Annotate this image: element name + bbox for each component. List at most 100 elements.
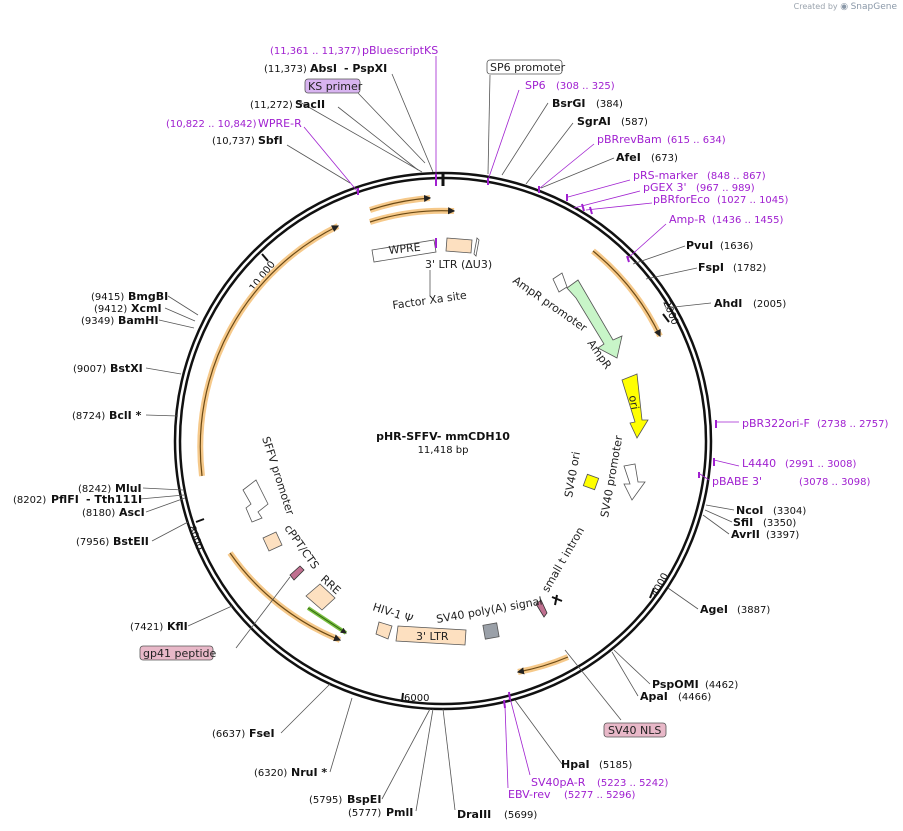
primer-wpre-r: WPRE-R [258,117,302,130]
site-avrii: AvrII [731,528,760,541]
site-bspei: BspEI [347,793,381,806]
primer-pgex-3: pGEX 3' [643,181,687,194]
tick-label-6000: 6000 [404,693,429,704]
tick-8000 [195,518,205,523]
primer-pbluescriptks: pBluescriptKS [362,44,438,57]
site-ncoi: NcoI [736,504,763,517]
primer-pos-ebv-rev: (5277 .. 5296) [564,790,636,801]
label-gp41-peptide: gp41 peptide [143,647,217,660]
orf-arcs [197,194,663,675]
primer-sp6: SP6 [525,79,546,92]
primer-pos-pgex-3: (967 .. 989) [696,183,755,194]
feature-sv40-ori: SV40 ori [562,451,583,499]
site-mlui: MluI [115,482,142,495]
site-pos-pspomi: (4462) [705,680,738,691]
site-apai: ApaI [640,690,668,703]
tick-10000 [261,253,269,262]
site-tth111i: - Tth111I [86,493,142,506]
ks-primer-box [304,78,361,94]
primer-pos-amp-r: (1436 .. 1455) [712,215,784,226]
site-pos-fsei: (6637) [212,729,245,740]
site-pos-pflfi: (8202) [13,495,46,506]
wpre-box [371,239,437,263]
site-bsteii: BstEII [113,535,149,548]
site-pos-ahdi: (2005) [753,299,786,310]
tick-label-2000: 2000 [660,299,680,327]
primer-labels: (11,361 .. 11,377) pBluescriptKS (10,822… [166,44,889,801]
primer-pos-pbrforeco: (1027 .. 1045) [717,195,789,206]
primer-pos-pbr322ori-f: (2738 .. 2757) [817,419,889,430]
primer-pbrforeco: pBRforEco [653,193,710,206]
site-pos-pmli: (5777) [348,808,381,819]
site-pspomi: PspOMI [652,678,699,691]
site-pos-xcmi: (9412) [94,304,127,315]
site-pvui: PvuI [686,239,713,252]
site-pflfi: PflFI [51,493,79,506]
site-pos-bstxi: (9007) [73,364,106,375]
ampr-arrow [566,279,623,359]
orf-arc-svt [517,654,570,675]
feature-ori: ori [626,394,641,410]
primer-sv40pa-r: SV40pA-R [531,776,586,789]
site-pos-fspi: (1782) [733,263,766,274]
primer-pos-pbluescriptks: (11,361 .. 11,377) [270,46,361,57]
primer-leaders [303,56,740,789]
site-pos-avrii: (3397) [766,530,799,541]
sv40-polya-box [482,622,500,640]
3ltr-box [395,625,467,646]
site-pos-ncoi: (3304) [773,506,806,517]
site-bmgbi: BmgBI [128,290,168,303]
factor-xa-box [473,237,480,257]
site-pos-pvui: (1636) [720,241,753,252]
site-pos-bmgbi: (9415) [91,292,124,303]
site-pos-kfli: (7421) [130,622,163,633]
site-bstxi: BstXI [110,362,143,375]
site-pos-absi: (11,373) [264,64,307,75]
site-agei: AgeI [700,603,728,616]
orf-arc-top-1 [369,195,431,213]
tick-2000 [662,313,670,323]
restriction-sites: (11,373) AbsI - PspXI (11,272) SacII (10… [13,62,806,821]
site-sbfi: SbfI [258,134,283,147]
site-xcmi: XcmI [131,302,162,315]
primer-pos-l4440: (2991 .. 3008) [785,459,857,470]
site-fspi: FspI [698,261,724,274]
plasmid-name: pHR-SFFV- mmCDH10 [376,430,510,443]
primer-amp-r: Amp-R [669,213,706,226]
boxed-labels: KS primer SP6 promoter SV40 NLS gp41 pep… [139,59,667,738]
snapgene-logo-icon: ◉ [840,2,849,12]
primer-pos-sv40pa-r: (5223 .. 5242) [597,778,669,789]
sp6-promoter-box [486,59,563,75]
primer-pos-wpre-r: (10,822 .. 10,842) [166,119,257,130]
site-bamhi: BamHI [118,314,159,327]
primer-l4440: L4440 [742,457,776,470]
site-nrui: NruI * [291,766,327,779]
tick-label-10000: 10,000 [248,259,278,293]
primer-pbrrevbam: pBRrevBam [597,133,662,146]
label-sp6-promoter: SP6 promoter [490,61,566,74]
site-pspxi: - PspXI [344,62,387,75]
site-pos-apai: (4466) [678,692,711,703]
tick-label-8000: 8000 [186,524,205,552]
site-pos-afei: (673) [651,153,678,164]
cppt-box [262,531,283,552]
site-pos-mlui: (8242) [78,484,111,495]
gp41-marker [289,565,305,581]
feature-cppt-cts: cPPT/CTS [282,522,322,571]
site-pos-nrui: (6320) [254,768,287,779]
feature-sv40-promoter: SV40 promoter [598,434,625,519]
feature-wpre: WPRE [388,241,421,257]
label-sv40-nls: SV40 NLS [608,724,661,737]
site-pos-bsrgi: (384) [596,99,623,110]
feature-hiv-psi: HIV-1 Ψ [371,600,415,625]
rre-box [305,583,336,611]
sffv-promoter-arrow [242,479,269,523]
site-pos-sacii: (11,272) [250,100,293,111]
site-pos-bspei: (5795) [309,795,342,806]
tick-4000 [649,587,655,599]
site-pos-asci: (8180) [82,508,115,519]
primer-pos-sp6: (308 .. 325) [556,81,615,92]
feature-3ltr-delta-u3: 3' LTR (ΔU3) [425,258,492,271]
site-sfii: SfiI [733,516,753,529]
